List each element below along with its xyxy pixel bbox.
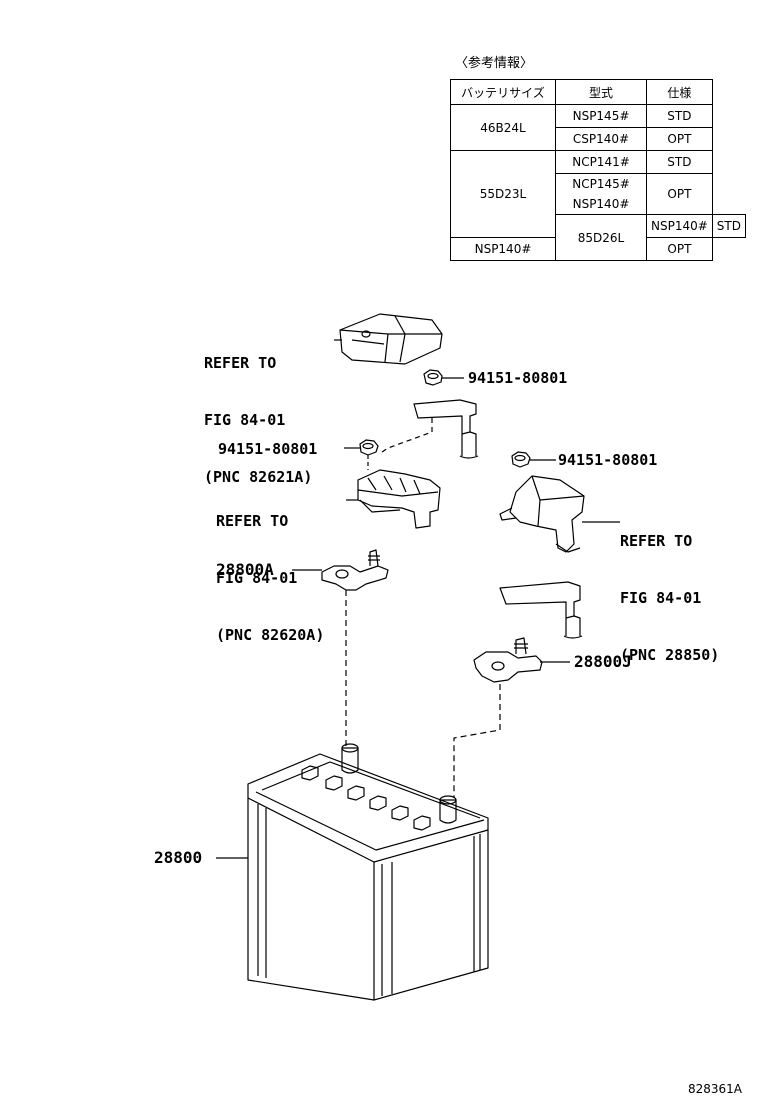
battery-spec-table: バッテリサイズ 型式 仕様 46B24L NSP145# STD CSP140#…: [450, 79, 746, 261]
label-clamp-28800a[interactable]: 28800A: [216, 560, 274, 579]
label-line: FIG 84-01: [204, 411, 286, 429]
nut-right-illustration: [511, 451, 531, 468]
figure-id: 828361A: [688, 1082, 743, 1096]
header-model: 型式: [555, 79, 647, 105]
relay-cover-illustration: [339, 313, 443, 365]
label-ref-28850[interactable]: REFER TO FIG 84-01 (PNC 28850): [620, 494, 719, 684]
label-battery-28800[interactable]: 28800: [154, 848, 203, 867]
spec-cell: OPT: [646, 237, 713, 261]
fusible-link-illustration: [499, 475, 585, 553]
spec-cell: STD: [646, 104, 713, 128]
label-line: (PNC 82621A): [204, 468, 313, 486]
model-cell: NSP140#: [450, 237, 556, 261]
nut-left-illustration: [359, 439, 379, 456]
label-line: FIG 84-01: [216, 569, 298, 587]
model-cell: NSP140#: [646, 214, 713, 238]
label-nut-right[interactable]: 94151-80801: [558, 451, 658, 469]
label-nut-top[interactable]: 94151-80801: [468, 369, 568, 387]
table-row: CSP140# OPT: [451, 127, 746, 151]
model-cell: NSP145#: [555, 104, 647, 128]
cable-bracket-upper: [413, 399, 479, 459]
nut-top-illustration: [423, 369, 443, 386]
battery-illustration: [247, 743, 489, 1001]
spec-cell: OPT: [646, 127, 713, 151]
table-header-row: バッテリサイズ 型式 仕様: [450, 79, 746, 105]
label-line: REFER TO: [204, 354, 277, 372]
cable-bracket-lower: [499, 581, 583, 639]
fuse-block-illustration: [357, 469, 441, 529]
label-nut-left[interactable]: 94151-80801: [218, 440, 318, 458]
model-cell: NCP141#: [555, 150, 647, 174]
table-row: 55D23L NCP141# STD: [450, 150, 746, 238]
label-line: FIG 84-01: [620, 589, 702, 607]
battery-size-cell: 85D26L: [555, 214, 647, 261]
header-spec: 仕様: [646, 79, 713, 105]
label-ref-82620a[interactable]: REFER TO FIG 84-01 (PNC 82620A): [216, 474, 324, 664]
battery-size-cell: 55D23L: [450, 150, 556, 238]
battery-size-cell: 46B24L: [450, 104, 556, 151]
terminal-clamp-j-illustration: [473, 637, 543, 683]
model-cell: NCP145# NSP140#: [555, 173, 647, 215]
reference-info-title: 〈参考情報〉: [455, 56, 534, 71]
label-line: REFER TO: [620, 532, 693, 550]
spec-cell: STD: [646, 150, 713, 174]
model-line: NCP145#: [572, 177, 630, 191]
header-battery-size: バッテリサイズ: [450, 79, 556, 105]
label-clamp-28800j[interactable]: 28800J: [574, 652, 632, 671]
table-row: 85D26L NSP140# STD: [451, 214, 746, 261]
label-line: REFER TO: [216, 512, 289, 530]
label-line: (PNC 28850): [620, 646, 720, 664]
spec-cell: OPT: [646, 173, 713, 215]
terminal-clamp-a-illustration: [321, 549, 389, 591]
model-line: NSP140#: [572, 197, 630, 211]
table-row: NSP140# OPT: [450, 237, 746, 261]
label-ref-82621a[interactable]: REFER TO FIG 84-01 (PNC 82621A): [204, 316, 312, 506]
table-row: 46B24L NSP145# STD: [450, 104, 746, 151]
model-cell: CSP140#: [555, 127, 647, 151]
spec-cell: STD: [711, 214, 746, 238]
label-line: (PNC 82620A): [216, 626, 325, 644]
